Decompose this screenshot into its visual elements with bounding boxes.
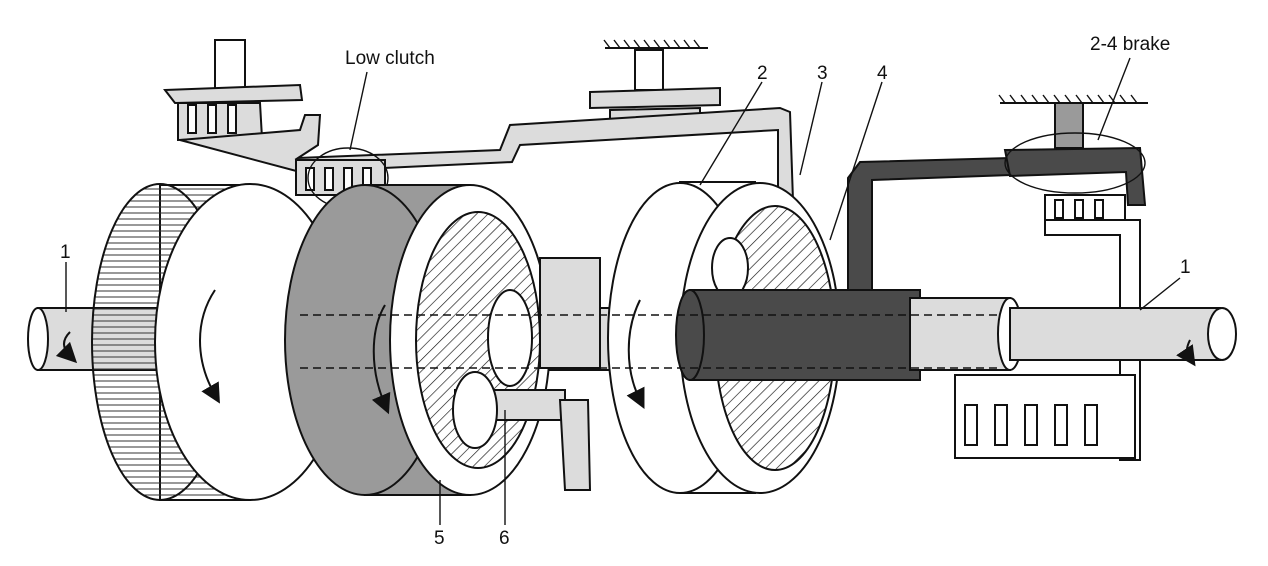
curved-arrow-icon bbox=[55, 331, 78, 364]
part-5-label: 5 bbox=[434, 528, 445, 549]
part-6-label: 6 bbox=[499, 528, 510, 549]
planet-gear-6 bbox=[452, 371, 592, 491]
upper-clutch-housing bbox=[163, 39, 304, 142]
leader-lines bbox=[65, 57, 1181, 525]
input-shaft-label: 1 bbox=[60, 242, 71, 263]
brake-2-4-label: 2-4 brake bbox=[1090, 34, 1170, 55]
part-3-label: 3 bbox=[817, 63, 828, 84]
intermediate-shaft bbox=[675, 289, 1023, 381]
part-2-label: 2 bbox=[757, 63, 768, 84]
output-shaft-label: 1 bbox=[1180, 257, 1191, 278]
ground-hatch-icon bbox=[603, 39, 1148, 104]
lower-clutch-pack bbox=[954, 374, 1136, 459]
part-4-label: 4 bbox=[877, 63, 888, 84]
sun-gear bbox=[487, 257, 601, 387]
output-shaft bbox=[1009, 307, 1237, 367]
component-4-band bbox=[847, 156, 1011, 296]
low-clutch-label: Low clutch bbox=[345, 48, 435, 69]
ring-drum-5 bbox=[284, 184, 551, 496]
